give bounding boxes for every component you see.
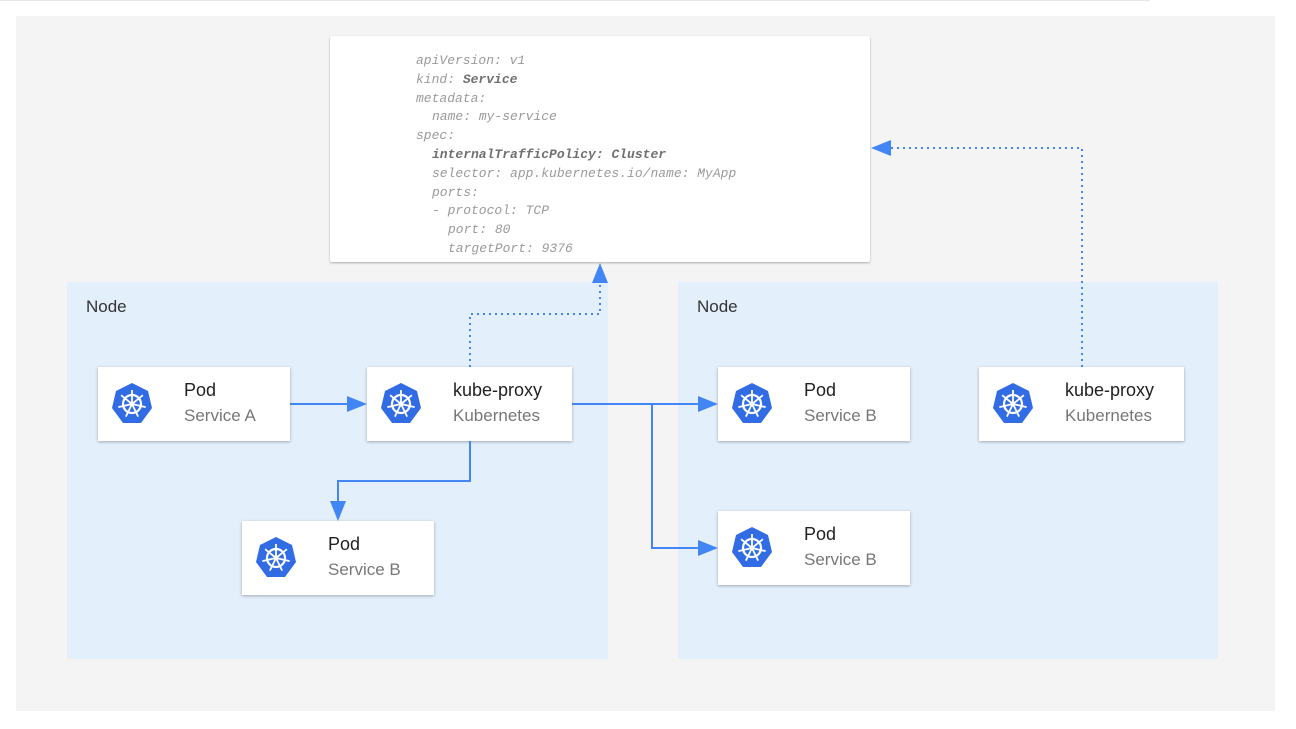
yaml-line: ports: xyxy=(432,184,479,200)
card-subtitle: Service A xyxy=(184,406,256,425)
dotted-proxy-right-to-service xyxy=(871,140,1083,367)
card-title: kube-proxy xyxy=(1065,380,1155,400)
card-title: Pod xyxy=(184,380,217,400)
yaml-line: internalTrafficPolicy: Cluster xyxy=(432,147,667,162)
yaml-line: spec: xyxy=(416,128,456,144)
card-subtitle: Service B xyxy=(328,560,401,579)
yaml-line: targetPort: 9376 xyxy=(448,241,573,256)
yaml-line: apiVersion: v1 xyxy=(416,53,526,68)
yaml-line: selector: app.kubernetes.io/name: MyApp xyxy=(432,165,737,181)
card-title: Pod xyxy=(328,534,361,554)
yaml-line: port: 80 xyxy=(448,222,511,238)
dotted-proxy-left-to-service xyxy=(469,263,608,367)
yaml-line: - protocol: TCP xyxy=(432,203,550,219)
card-subtitle: Service B xyxy=(804,550,877,569)
kubernetes-icon xyxy=(379,382,423,426)
card-subtitle: Kubernetes xyxy=(1065,406,1152,425)
node-label: Node xyxy=(697,297,738,316)
yaml-line: name: my-service xyxy=(432,109,557,125)
card-title: Pod xyxy=(804,380,837,400)
yaml-line: kind: Service xyxy=(416,71,518,87)
top-divider xyxy=(0,0,1150,1)
card-title: Pod xyxy=(804,524,837,544)
yaml-line: metadata: xyxy=(416,90,487,106)
card-subtitle: Service B xyxy=(804,406,877,425)
kubernetes-icon xyxy=(730,382,774,426)
kubernetes-icon xyxy=(991,382,1035,426)
arrow-proxy-to-podb-right-bottom xyxy=(651,404,718,556)
kubernetes-icon xyxy=(110,382,154,426)
kubernetes-icon xyxy=(730,526,774,570)
kubernetes-icon xyxy=(254,536,298,580)
arrow-proxy-to-podb-left xyxy=(330,441,471,521)
card-title: kube-proxy xyxy=(453,380,543,400)
node-left: Node xyxy=(67,282,608,659)
node-right: Node xyxy=(678,282,1218,659)
service-yaml-box: apiVersion: v1 kind: Service metadata: name… xyxy=(330,36,870,262)
card-subtitle: Kubernetes xyxy=(453,406,540,425)
node-label: Node xyxy=(86,297,127,316)
